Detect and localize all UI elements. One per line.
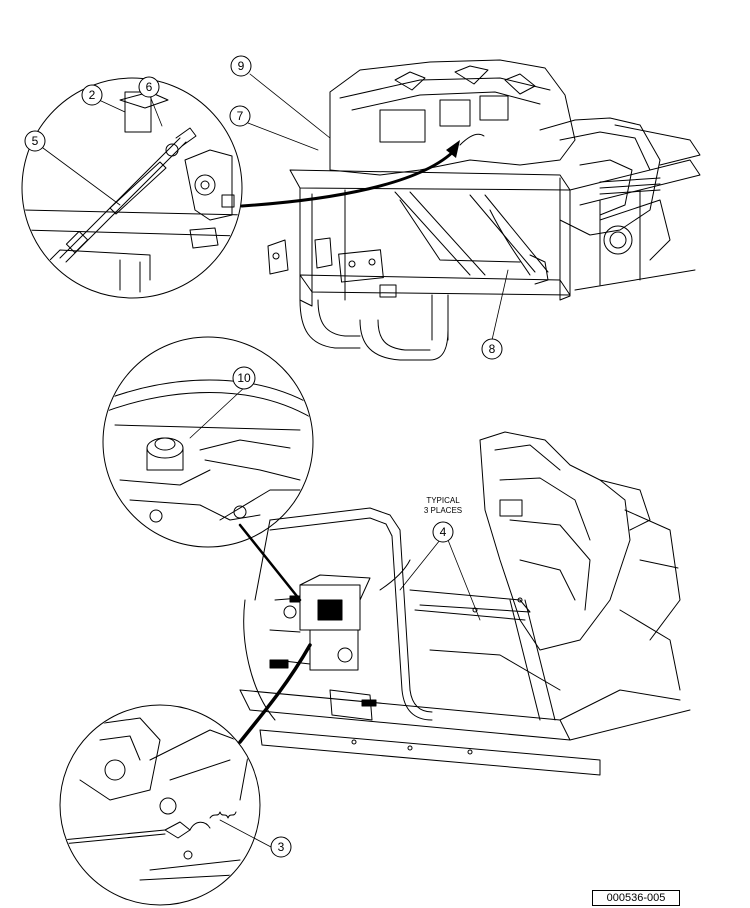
arrow-head-top [446,140,460,158]
callout-6: 6 [138,76,160,98]
svg-text:7: 7 [237,109,244,123]
callout-leaders [42,73,509,848]
detail-circle-middle [102,336,314,548]
note-typical: TYPICAL [426,496,460,505]
callout-9: 9 [230,55,252,77]
svg-text:10: 10 [237,371,251,385]
svg-text:8: 8 [489,342,496,356]
svg-text:6: 6 [146,80,153,94]
svg-text:9: 9 [238,59,245,73]
top-assembly-drawing [267,59,701,361]
callout-10: 10 [232,366,256,390]
callout-7: 7 [229,105,251,127]
svg-text:3: 3 [278,840,285,854]
callout-2: 2 [81,84,103,106]
svg-text:5: 5 [32,134,39,148]
detail-circle-top [21,77,243,299]
svg-text:4: 4 [440,525,447,539]
figure-id-label: 000536-005 [592,890,680,906]
leader-middle [238,523,302,602]
leader-bottom [238,643,312,744]
callout-4: 4 [432,521,454,543]
svg-text:2: 2 [89,88,96,102]
leader-arrow-top [240,148,457,208]
note-places: 3 PLACES [424,506,462,515]
callout-5: 5 [24,130,46,152]
callout-3: 3 [270,836,292,858]
callout-8: 8 [481,338,503,360]
detail-circle-bottom [59,704,261,906]
bottom-assembly-drawing [239,431,691,776]
